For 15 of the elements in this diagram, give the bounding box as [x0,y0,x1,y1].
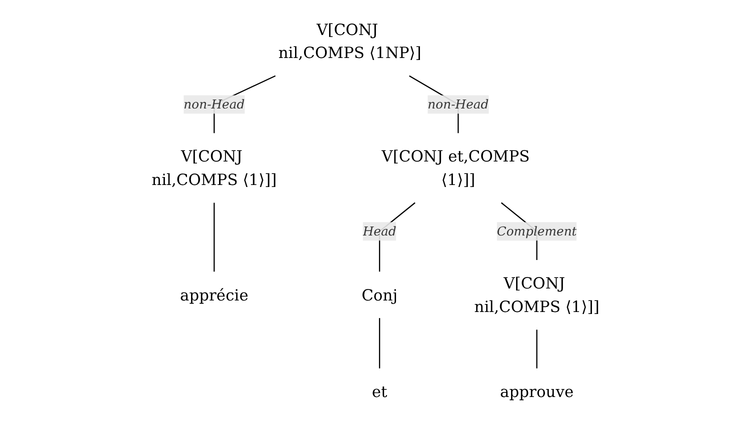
edge-label: non-Head [184,96,245,112]
node-text: apprécie [180,286,248,304]
node-text: approuve [500,382,574,401]
node-text: V[CONJ nil,COMPS ⟨1⟩]] [474,274,600,316]
node-text: Conj [362,286,398,304]
node-text: V[CONJ nil,COMPS ⟨1NP⟩] [278,20,422,62]
connector [536,330,538,368]
connector [214,202,215,272]
edge-label: Head [362,224,396,238]
connector [378,318,380,368]
node-text: V[CONJ et,COMPS ⟨1⟩]] [382,147,530,189]
node-text: et [372,382,388,401]
edge-label: non-Head [428,96,489,112]
node-text: V[CONJ nil,COMPS ⟨1⟩]] [152,147,277,189]
edge-label: Complement [496,224,577,238]
